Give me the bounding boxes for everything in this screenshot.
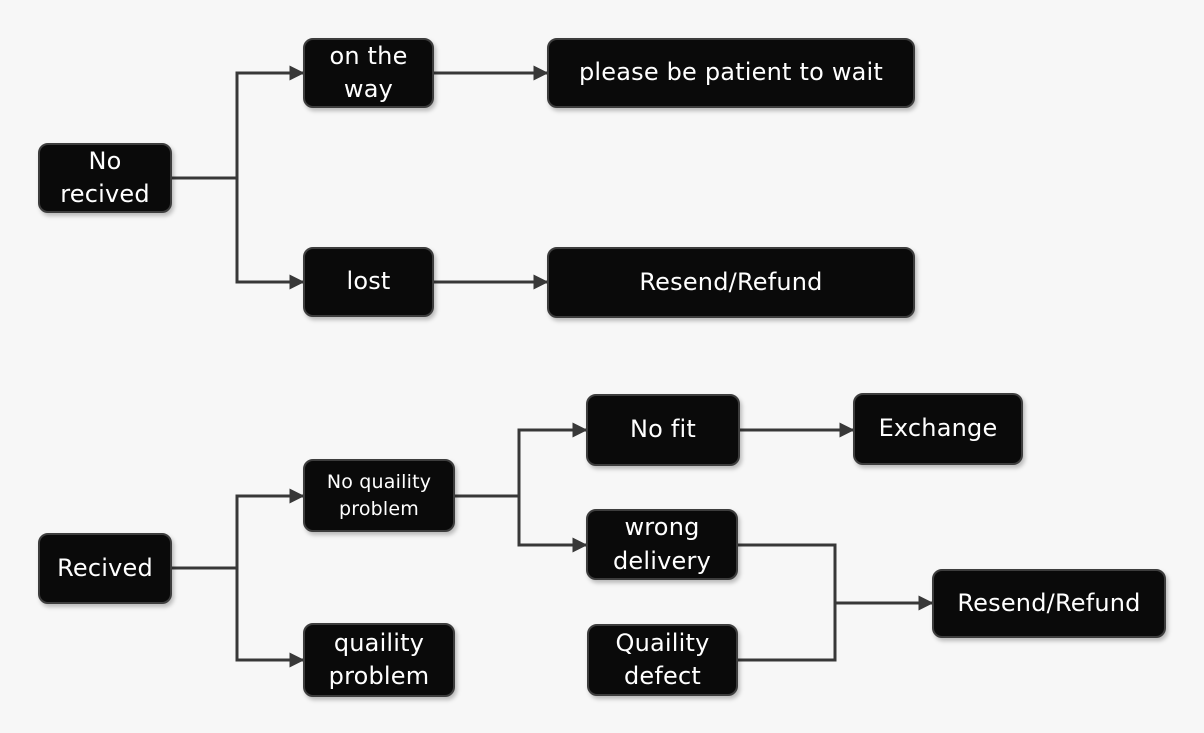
node-label-line: lost	[346, 267, 391, 296]
flow-node-no-fit: No fit	[586, 394, 740, 466]
node-label-line: recived	[60, 180, 150, 208]
node-label-line: quaility	[333, 628, 425, 657]
flow-node-quaility-problem: quaility problem	[303, 623, 455, 697]
node-label-line: Quaility	[615, 628, 710, 657]
flow-node-quaility-defect: Quaility defect	[587, 624, 738, 696]
edge-split-bottom-1-to-quaility-problem	[235, 568, 305, 668]
node-label-line: on the	[329, 41, 408, 70]
node-label-line: problem	[328, 662, 430, 690]
flow-node-on-the-way: on the way	[303, 38, 434, 108]
flow-node-resend-refund-bottom: Resend/Refund	[932, 569, 1166, 638]
node-label-line: Recived	[57, 553, 153, 582]
edge-quaility-defect-to-merge-point	[738, 603, 837, 662]
node-label-line: defect	[623, 662, 702, 690]
node-label-line: wrong	[624, 513, 700, 542]
flow-node-lost: lost	[303, 247, 434, 317]
edge-split-bottom-2-to-wrong-delivery	[517, 496, 588, 553]
edge-split-top-to-on-the-way	[235, 65, 305, 178]
flow-node-please-be-patient: please be patient to wait	[547, 38, 915, 108]
node-label-line: No fit	[630, 415, 696, 444]
edge-split-bottom-2-to-no-fit	[517, 422, 588, 496]
flow-node-no-recived: No recived	[38, 143, 172, 213]
node-label-line: Resend/Refund	[957, 588, 1141, 617]
node-label-line: way	[343, 75, 394, 103]
node-label-line: Resend/Refund	[639, 267, 823, 296]
flow-node-recived: Recived	[38, 533, 172, 604]
flow-node-no-quaility-problem: No quaility problem	[303, 459, 455, 532]
edge-split-bottom-1-to-no-quaility-problem	[235, 488, 305, 568]
flow-node-exchange: Exchange	[853, 393, 1023, 465]
node-label-line: No quaility	[326, 471, 432, 494]
node-label-line: No	[88, 146, 122, 175]
flow-node-wrong-delivery: wrong delivery	[586, 509, 738, 580]
node-label-line: problem	[338, 497, 420, 520]
node-label-line: delivery	[613, 546, 711, 575]
flow-node-resend-refund-top: Resend/Refund	[547, 247, 915, 318]
node-label-line: Exchange	[878, 414, 998, 443]
node-label-line: please be patient to wait	[578, 58, 884, 87]
edge-wrong-delivery-to-merge-point	[738, 543, 837, 603]
edge-split-top-to-lost	[235, 178, 305, 290]
